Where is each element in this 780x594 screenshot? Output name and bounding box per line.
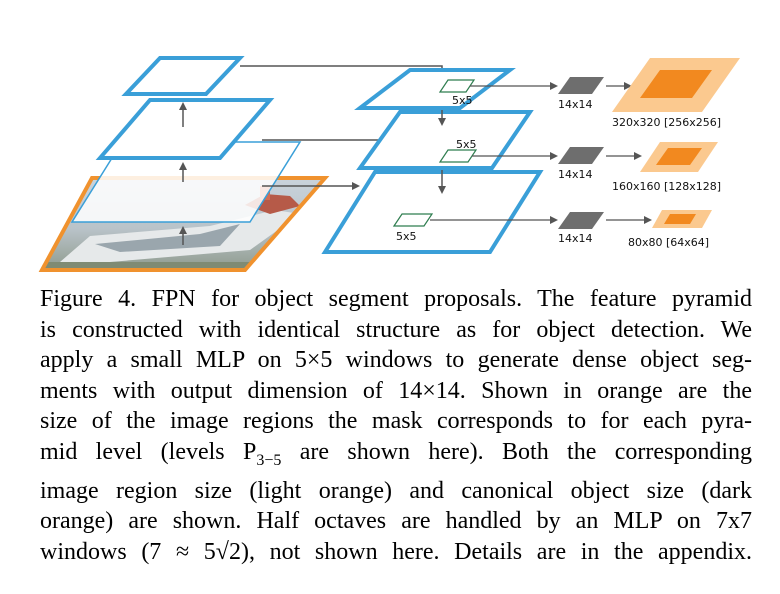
fpn-diagram: 5x5 5x5 5x5 14x14 14x14 14x14 320x320 [2… [38,56,740,272]
caption-line: size of the image regions the mask corre… [40,408,752,434]
caption-text: are shown here). Both the corresponding [281,438,752,465]
mask-size-label: 14x14 [558,232,593,245]
region-size-bottom: 80x80 [64x64] [628,210,712,249]
caption-line: ments with output dimension of 14×14. Sh… [40,377,752,404]
window-5x5-level-top: 5x5 [438,79,476,107]
caption-line: is constructed with identical structure … [40,316,752,343]
region-size-mid: 160x160 [128x128] [612,142,721,193]
caption-line: Figure 4. FPN for object segment proposa… [40,286,752,312]
caption-line: image region size (light orange) and can… [40,477,752,504]
left-pyramid-level-mid [95,98,275,160]
mask-output-bottom: 14x14 [558,212,604,245]
region-size-label: 80x80 [64x64] [628,236,709,249]
window-5x5-level-bottom: 5x5 [392,213,434,243]
caption-line: windows (7 ≈ 5√2), not shown here. Detai… [40,538,752,565]
mask-size-label: 14x14 [558,168,593,181]
window-label: 5x5 [396,230,417,243]
left-pyramid-level-top [121,56,245,96]
figure-caption: Figure 4. FPN for object segment proposa… [40,284,752,567]
mask-output-mid: 14x14 [558,147,604,181]
left-pyramid-level-fine [70,141,302,223]
window-5x5-level-mid: 5x5 [438,138,478,163]
right-pyramid-level-top [354,68,516,110]
caption-line: orange) are shown. Half octaves are hand… [40,508,752,535]
window-label: 5x5 [452,94,473,107]
right-pyramid-level-bottom [321,170,544,254]
mlp-arrows [430,82,652,224]
region-size-top: 320x320 [256x256] [612,58,740,129]
caption-line-levels: mid level (levels P3−5 are shown here). … [40,437,752,476]
region-size-label: 160x160 [128x128] [612,180,721,193]
region-size-label: 320x320 [256x256] [612,116,721,129]
mask-output-top: 14x14 [558,77,604,111]
fpn-figure: 5x5 5x5 5x5 14x14 14x14 14x14 320x320 [2… [0,0,780,290]
caption-line: apply a small MLP on 5×5 windows to gene… [40,347,752,373]
window-label: 5x5 [456,138,477,151]
caption-subscript: 3−5 [256,451,282,469]
right-pyramid-level-mid [356,110,534,170]
mask-size-label: 14x14 [558,98,593,111]
caption-text: mid level (levels P [40,438,257,465]
